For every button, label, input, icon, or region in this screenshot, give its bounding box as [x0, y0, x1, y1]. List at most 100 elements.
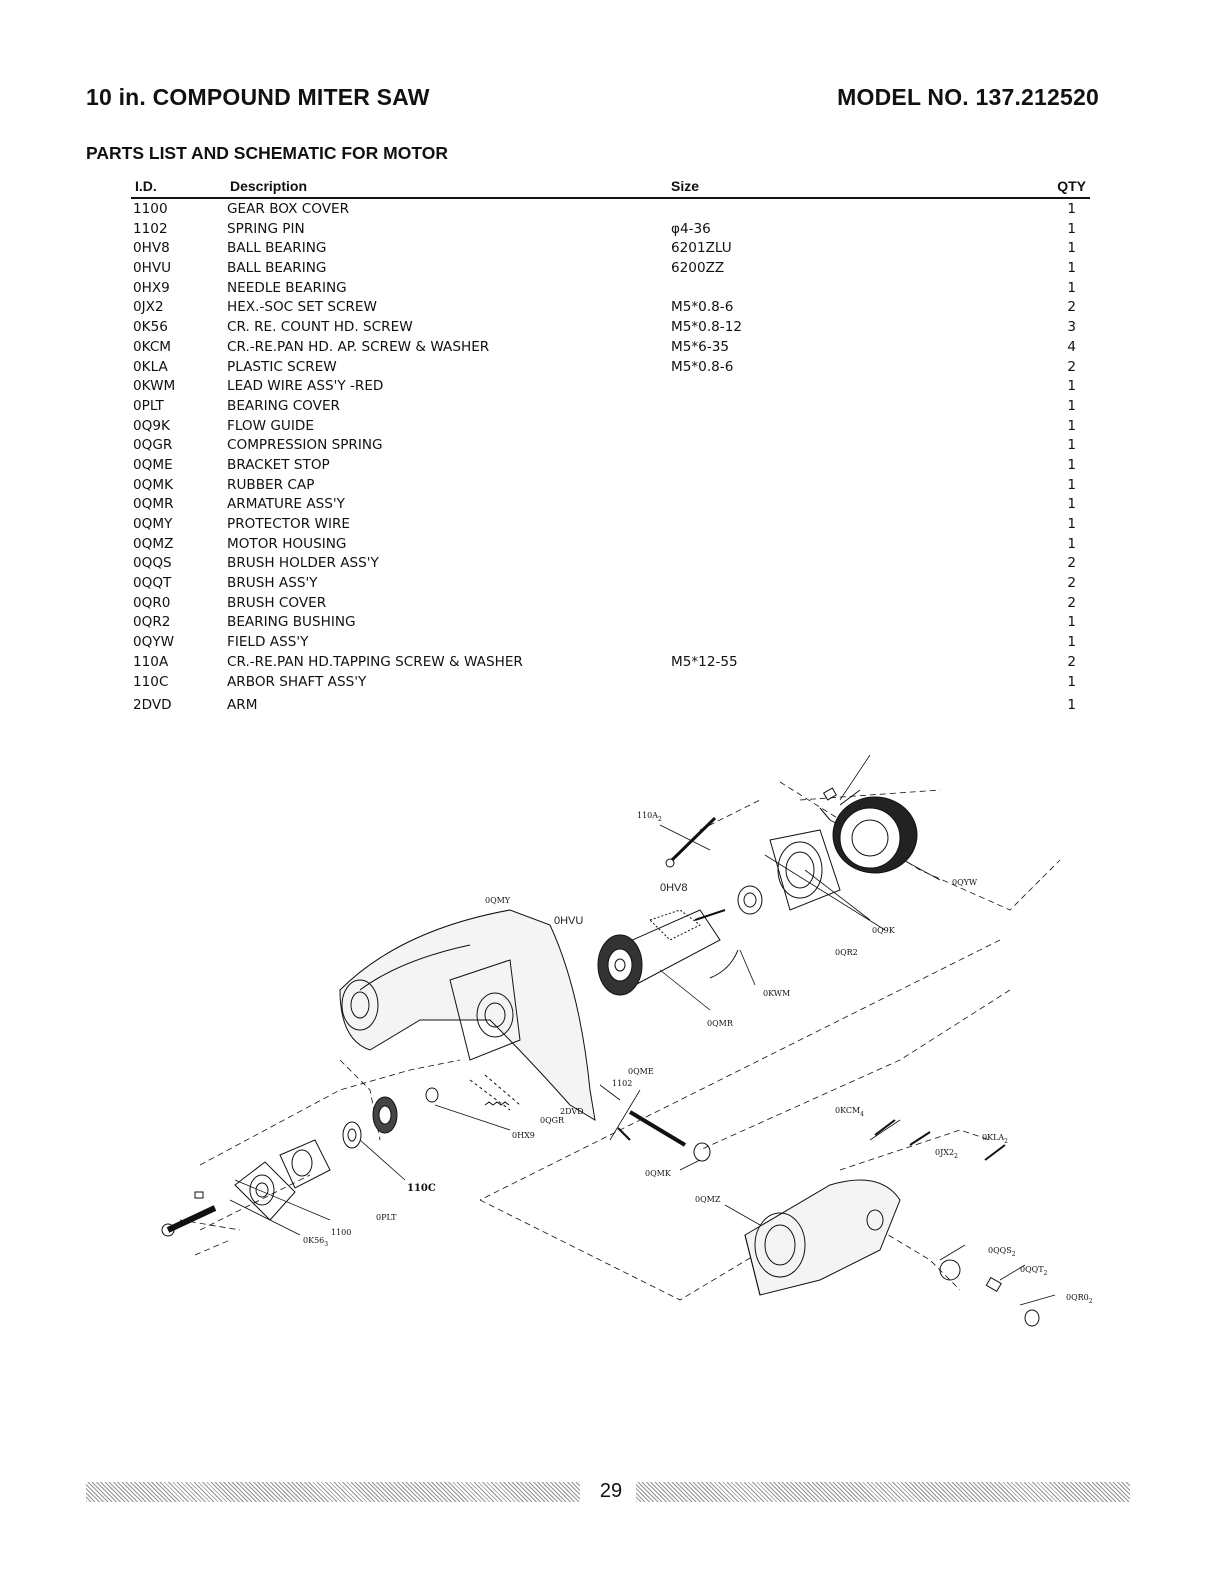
part-description: FLOW GUIDE — [227, 417, 314, 434]
part-qty: 2 — [1067, 358, 1076, 375]
part-id: 0QR0 — [133, 594, 171, 611]
part-description: BRUSH ASS'Y — [227, 575, 318, 592]
brush-cover-part — [1024, 1309, 1040, 1327]
part-qty: 2 — [1067, 575, 1076, 592]
part-description: BEARING BUSHING — [227, 614, 356, 631]
part-description: SPRING PIN — [227, 220, 305, 237]
part-description: PROTECTOR WIRE — [227, 516, 350, 532]
flow-guide-part — [769, 829, 841, 911]
part-description: COMPRESSION SPRING — [227, 437, 383, 454]
motor-schematic-diagram: 110A2 0HV8 0QMY 0HVU 0QYW 0Q9K 0QR2 0KWM… — [161, 754, 1093, 1327]
label-0hv8: 0HV8 — [660, 882, 688, 894]
label-0qyw: 0QYW — [952, 878, 978, 887]
armature-part — [597, 909, 726, 996]
part-id: 1102 — [133, 220, 168, 237]
column-header-description: Description — [230, 178, 308, 194]
part-id: 0PLT — [133, 397, 164, 414]
part-description: ARMATURE ASS'Y — [227, 496, 345, 513]
label-0qmr: 0QMR — [707, 1019, 734, 1028]
footer-rule-right — [636, 1482, 1130, 1502]
part-qty: 4 — [1067, 338, 1076, 355]
part-size: 6201ZLU — [671, 240, 732, 257]
part-description: MOTOR HOUSING — [227, 535, 347, 552]
document-title: 10 in. COMPOUND MITER SAW — [86, 84, 430, 110]
part-id: 0QGR — [133, 437, 173, 454]
part-id: 0KLA — [133, 358, 168, 375]
motor-housing-part — [744, 1179, 901, 1296]
part-description: BALL BEARING — [227, 240, 327, 257]
part-description: RUBBER CAP — [227, 476, 315, 493]
leader-lines — [179, 781, 1061, 1301]
label-0hx9: 0HX9 — [512, 1131, 535, 1140]
label-0q9k: 0Q9K — [872, 926, 896, 935]
part-id: 110C — [133, 673, 169, 690]
label-0hvu: 0HVU — [554, 915, 583, 927]
part-qty: 1 — [1067, 456, 1076, 473]
part-id: 0HVU — [133, 260, 172, 277]
label-0qr0: 0QR02 — [1066, 1293, 1093, 1305]
table-row: 0QMZ MOTOR HOUSING 1 — [131, 534, 1090, 554]
part-qty: 2 — [1067, 299, 1076, 316]
part-id: 0QMR — [133, 496, 174, 513]
page-number: 29 — [599, 1480, 623, 1502]
label-0qqt: 0QQT2 — [1020, 1265, 1048, 1277]
plastic-screw-0kla — [984, 1144, 1006, 1161]
label-110a: 110A2 — [637, 811, 662, 823]
part-id: 0QMZ — [133, 535, 174, 552]
callout-lines — [229, 754, 1056, 1306]
part-id: 0K56 — [133, 319, 168, 336]
part-id: 0QMY — [133, 516, 173, 532]
part-qty: 1 — [1067, 220, 1076, 237]
field-assembly-part — [819, 787, 918, 874]
ball-bearing-0hv8 — [737, 885, 763, 915]
part-qty: 1 — [1067, 260, 1076, 277]
bearing-cover-part — [279, 1139, 331, 1189]
part-qty: 1 — [1067, 614, 1076, 631]
arm-housing-part — [339, 909, 596, 1121]
footer-rule-left — [86, 1482, 580, 1502]
part-description: PLASTIC SCREW — [227, 358, 337, 375]
part-size: M5*0.8-12 — [671, 319, 742, 336]
part-size: φ4-36 — [671, 220, 711, 237]
part-qty: 3 — [1067, 319, 1076, 336]
part-id: 2DVD — [133, 697, 172, 714]
part-description: CR. RE. COUNT HD. SCREW — [227, 319, 413, 336]
part-qty: 1 — [1067, 397, 1076, 414]
label-2dvd: 2DVD — [560, 1107, 584, 1116]
spring-pin-part — [617, 1127, 631, 1141]
part-id: 0JX2 — [133, 299, 164, 316]
tapping-screw-110a — [665, 816, 717, 868]
label-0kla: 0KLA2 — [982, 1133, 1008, 1145]
arbor-shaft-end-part — [161, 1191, 217, 1237]
part-size: M5*0.8-6 — [671, 299, 734, 316]
part-qty: 1 — [1067, 634, 1076, 651]
compression-spring-part — [484, 1101, 510, 1106]
column-header-size: Size — [671, 178, 700, 194]
part-description: FIELD ASS'Y — [227, 634, 309, 651]
part-description: GEAR BOX COVER — [227, 201, 350, 217]
label-110c: 110C — [407, 1183, 436, 1194]
part-size: 6200ZZ — [671, 260, 725, 277]
label-1102: 1102 — [612, 1079, 632, 1088]
gear-box-cover-part — [234, 1161, 296, 1221]
part-size: M5*12-55 — [671, 653, 738, 670]
part-qty: 1 — [1067, 535, 1076, 552]
part-description: CR.-RE.PAN HD. AP. SCREW & WASHER — [227, 338, 490, 355]
brush-holder-part — [939, 1259, 961, 1281]
label-0qmz: 0QMZ — [695, 1195, 721, 1204]
